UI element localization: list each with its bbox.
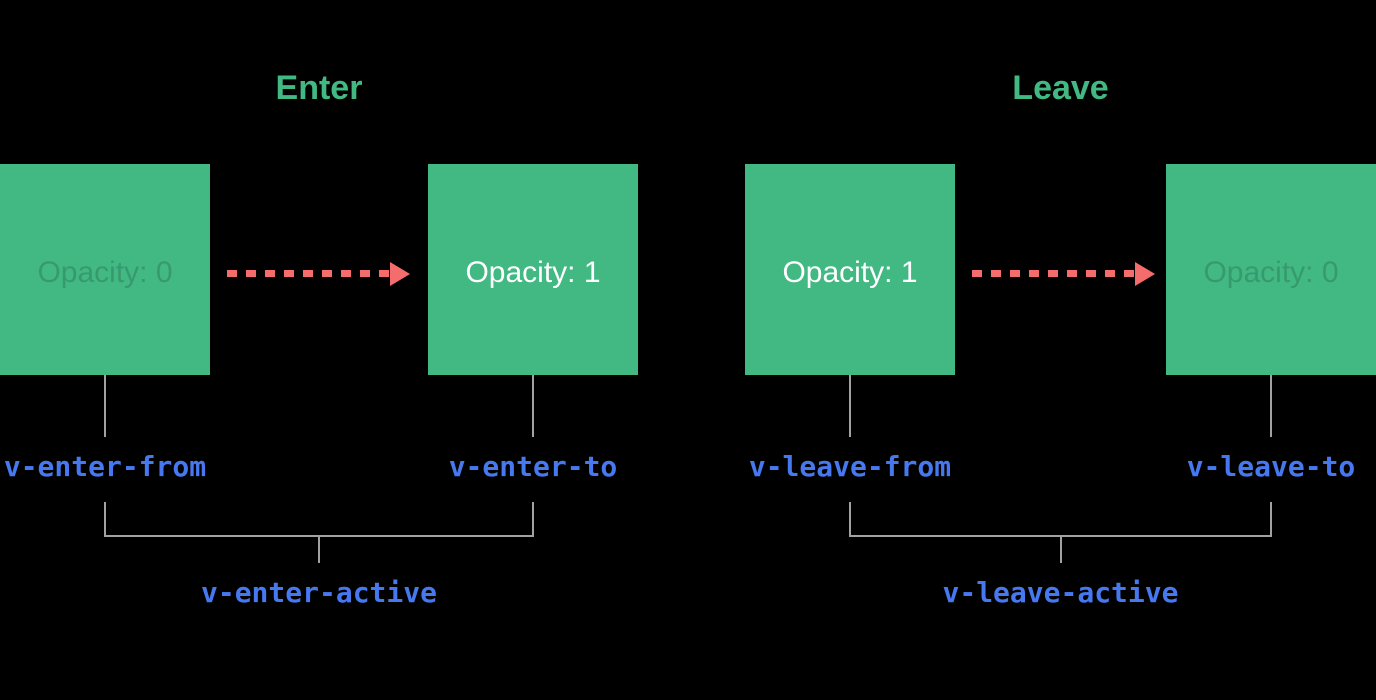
enter-section: Enter Opacity: 0 Opacity: 1 v-enter-from… xyxy=(0,0,638,700)
enter-bracket-stem-line xyxy=(318,536,320,563)
leave-heading: Leave xyxy=(1012,69,1109,107)
leave-to-box: Opacity: 0 xyxy=(1166,164,1376,375)
leave-section: Leave Opacity: 1 Opacity: 0 v-leave-from… xyxy=(745,0,1376,700)
enter-arrow-head-icon xyxy=(390,262,410,286)
leave-bracket-right-line xyxy=(1270,502,1272,536)
leave-to-opacity-label: Opacity: 0 xyxy=(1203,256,1339,289)
enter-to-connector-line xyxy=(532,375,534,437)
enter-from-box: Opacity: 0 xyxy=(0,164,210,375)
leave-bracket-left-line xyxy=(849,502,851,536)
enter-heading: Enter xyxy=(275,69,363,107)
enter-from-opacity-label: Opacity: 0 xyxy=(37,256,173,289)
leave-from-opacity-label: Opacity: 1 xyxy=(782,256,918,289)
leave-transition-arrow-dashes xyxy=(972,270,1135,277)
leave-from-connector-line xyxy=(849,375,851,437)
enter-to-class-label: v-enter-to xyxy=(448,450,618,483)
enter-to-box: Opacity: 1 xyxy=(428,164,638,375)
leave-to-connector-line xyxy=(1270,375,1272,437)
leave-bracket-stem-line xyxy=(1059,536,1062,563)
enter-transition-arrow-dashes xyxy=(227,270,390,277)
enter-bracket-right-line xyxy=(532,502,534,536)
enter-to-opacity-label: Opacity: 1 xyxy=(465,256,601,289)
enter-bracket-left-line xyxy=(104,502,106,536)
leave-from-class-label: v-leave-from xyxy=(748,450,952,483)
leave-from-box: Opacity: 1 xyxy=(745,164,955,375)
leave-active-class-label: v-leave-active xyxy=(942,576,1179,609)
enter-from-connector-line xyxy=(104,375,106,437)
leave-to-class-label: v-leave-to xyxy=(1186,450,1356,483)
enter-active-class-label: v-enter-active xyxy=(200,576,437,609)
leave-arrow-head-icon xyxy=(1135,262,1155,286)
enter-from-class-label: v-enter-from xyxy=(3,450,207,483)
